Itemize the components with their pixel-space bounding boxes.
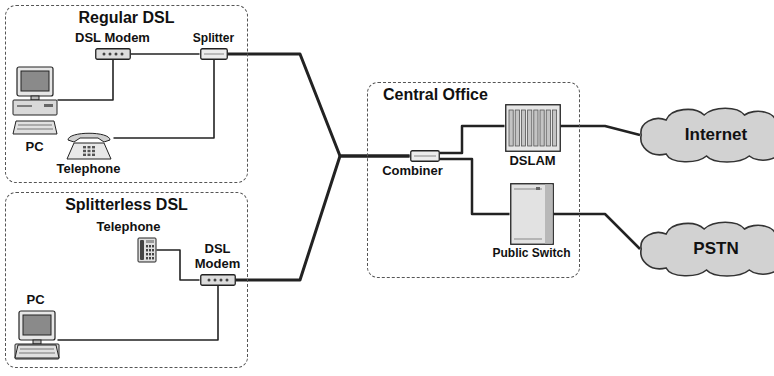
region-title: Splitterless DSL bbox=[6, 196, 247, 214]
line-connector bbox=[440, 126, 505, 153]
line-connector bbox=[561, 126, 641, 135]
line-connector bbox=[157, 250, 200, 280]
line-connector bbox=[58, 286, 219, 341]
line-connector bbox=[228, 54, 410, 156]
pc-device: PC bbox=[12, 66, 58, 138]
telephone-device: Telephone bbox=[137, 237, 157, 263]
region-box: Central OfficeCombiner DSLAM Public Switch bbox=[367, 82, 580, 278]
pc-icon bbox=[12, 66, 58, 138]
device-label: PC bbox=[26, 293, 44, 308]
splitter-icon bbox=[200, 48, 228, 60]
region-title: Central Office bbox=[383, 86, 488, 104]
region-box: Splitterless DSLTelephoneDSL ModemPC bbox=[5, 192, 248, 368]
splitter-icon bbox=[410, 150, 440, 162]
modem-device: DSL Modem bbox=[95, 48, 131, 60]
device-label: Splitter bbox=[193, 32, 234, 45]
region-box: Regular DSLDSL ModemSplitterPCTelephone bbox=[5, 5, 248, 183]
line-connector bbox=[58, 60, 114, 101]
dslam-rack bbox=[505, 104, 561, 152]
label-group: PC bbox=[25, 140, 43, 155]
line-connector bbox=[131, 53, 200, 55]
label-group: Internet bbox=[640, 125, 774, 144]
label-group: Telephone bbox=[56, 162, 120, 177]
device-label: DSL Modem bbox=[192, 242, 244, 271]
line-connector bbox=[554, 214, 641, 249]
label-group: PSTN bbox=[640, 239, 774, 258]
dslam-device: DSLAM bbox=[505, 104, 561, 152]
splitter-device: Splitter bbox=[200, 48, 228, 60]
line-connector bbox=[114, 60, 215, 139]
label-group: PC bbox=[26, 293, 44, 308]
line-connector bbox=[440, 159, 510, 214]
label-group: Public Switch bbox=[492, 247, 570, 260]
label-group: Combiner bbox=[382, 164, 443, 179]
pc-device: PC bbox=[14, 310, 58, 362]
device-label: DSL Modem bbox=[75, 31, 150, 46]
label-group: Splitterless DSL bbox=[6, 196, 247, 214]
label-group: Regular DSL bbox=[6, 9, 247, 27]
wall-phone-icon bbox=[137, 237, 157, 263]
device-label: DSLAM bbox=[509, 154, 555, 169]
device-label: PSTN bbox=[640, 239, 774, 258]
device-label: Public Switch bbox=[492, 247, 570, 260]
cloud-node: Internet bbox=[640, 106, 774, 164]
modem-icon bbox=[95, 48, 131, 60]
label-group: DSLAM bbox=[509, 154, 555, 169]
telephone-icon bbox=[64, 128, 114, 160]
modem-device: DSL Modem bbox=[200, 274, 236, 286]
pc-icon bbox=[14, 310, 58, 362]
device-label: Telephone bbox=[96, 220, 160, 235]
cloud-node: PSTN bbox=[640, 220, 774, 278]
switch-cabinet bbox=[510, 183, 554, 245]
label-group: Telephone bbox=[96, 220, 160, 235]
device-label: Combiner bbox=[382, 164, 443, 179]
device-label: Internet bbox=[640, 125, 774, 144]
region-title: Regular DSL bbox=[6, 9, 247, 27]
label-group: Splitter bbox=[193, 32, 234, 45]
modem-icon bbox=[200, 274, 236, 286]
label-group: DSL Modem bbox=[192, 242, 244, 271]
combiner-device: Combiner bbox=[410, 150, 440, 162]
label-group: DSL Modem bbox=[75, 31, 150, 46]
label-group: Central Office bbox=[383, 86, 488, 104]
device-label: PC bbox=[25, 140, 43, 155]
switch-device: Public Switch bbox=[510, 183, 554, 245]
device-label: Telephone bbox=[56, 162, 120, 177]
telephone-device: Telephone bbox=[64, 128, 114, 160]
